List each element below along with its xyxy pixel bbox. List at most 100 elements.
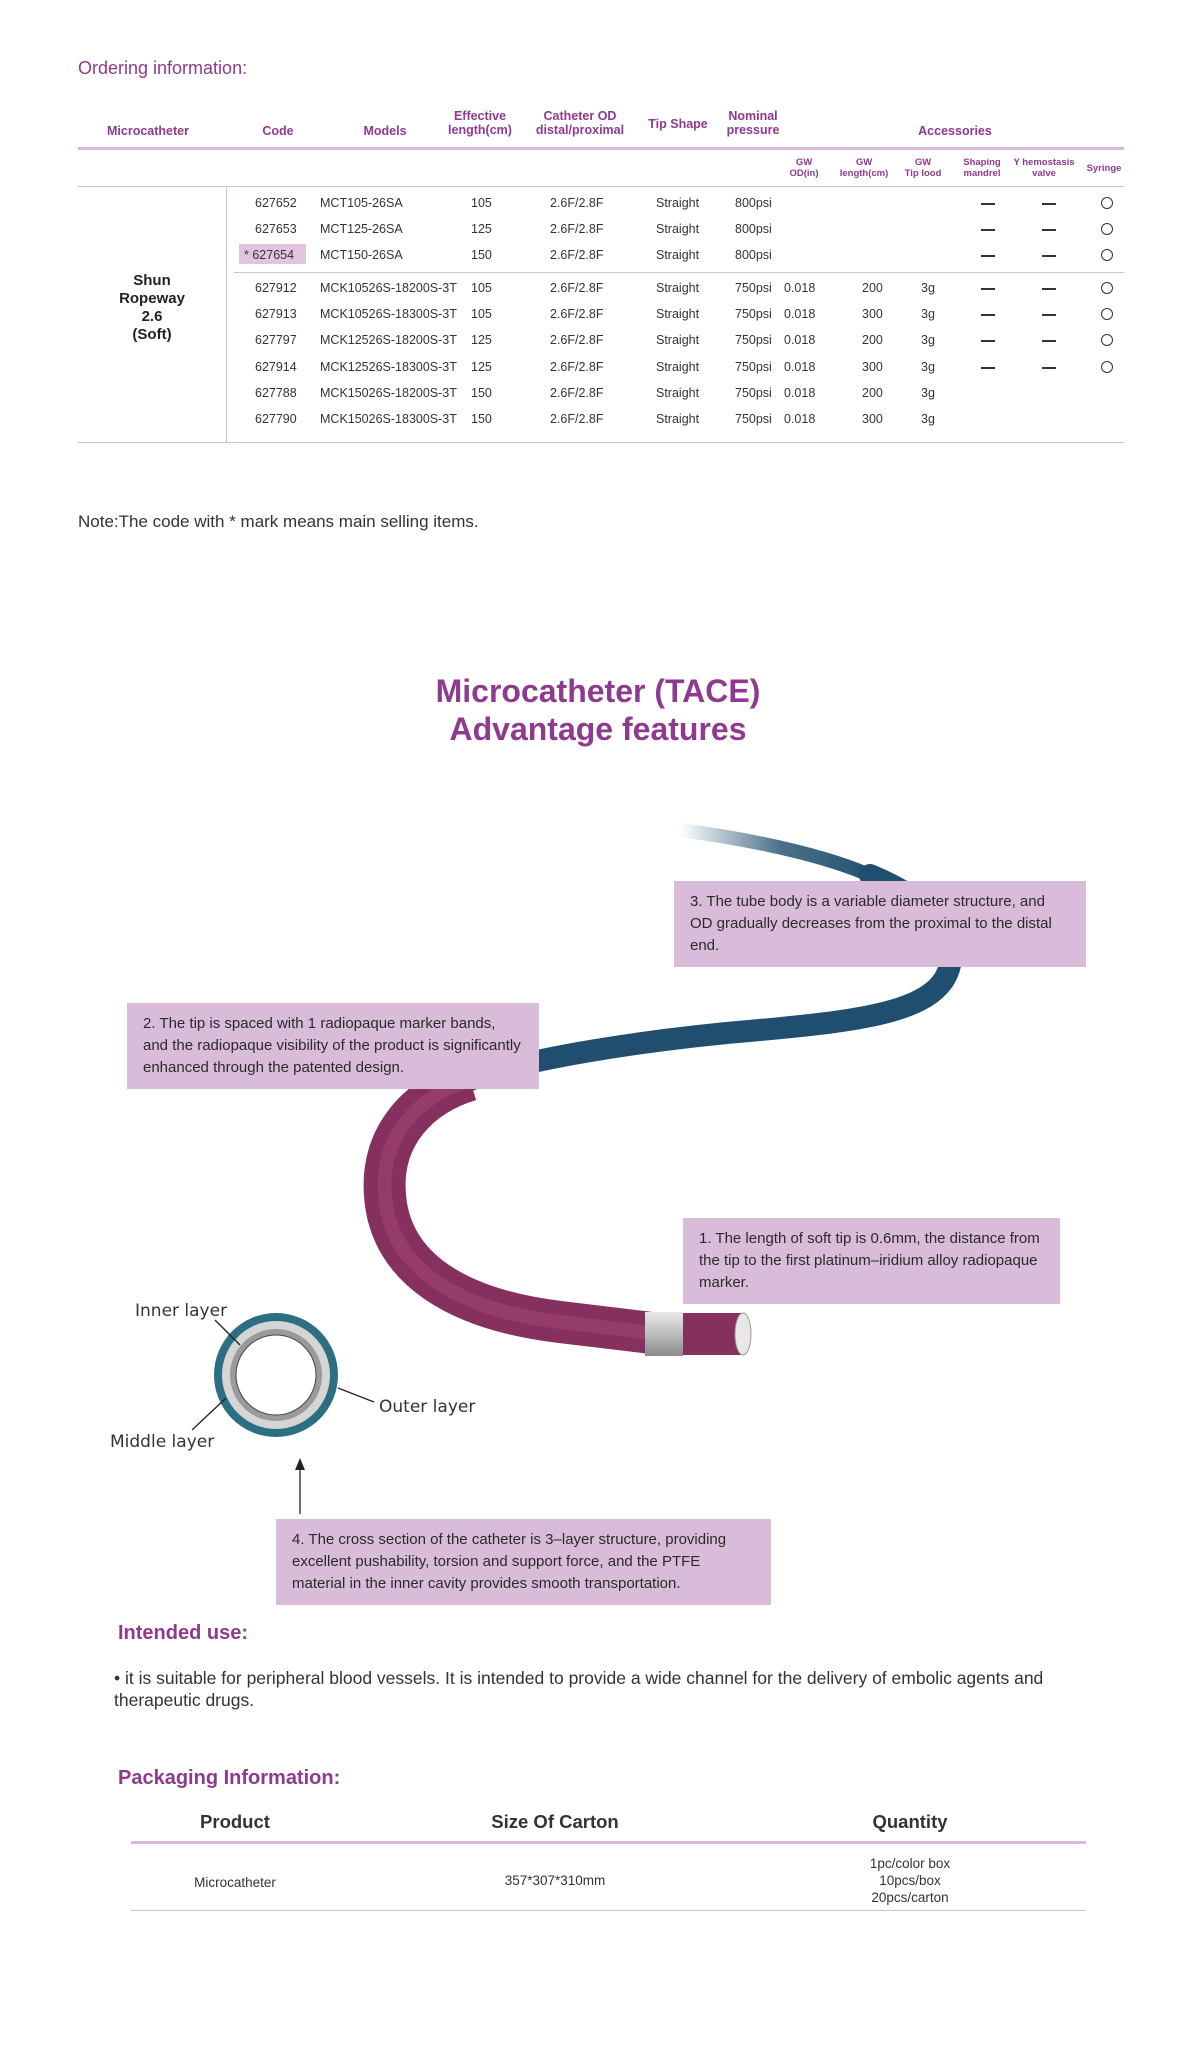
intended-use-text: • it is suitable for peripheral blood ve… <box>114 1668 1044 1710</box>
packaging-title: Packaging Information: <box>118 1767 341 1789</box>
row-gw-od: 0.018 <box>784 412 816 426</box>
catheter-illustration <box>191 823 962 1514</box>
inner-layer-arrow <box>214 1319 241 1346</box>
middle-layer-label: Middle layer <box>110 1432 215 1452</box>
row-code: 627914 <box>255 360 297 374</box>
row-pressure: 750psi <box>735 333 772 347</box>
group-divider <box>226 186 227 442</box>
header-microcatheter: Microcatheter <box>107 124 189 138</box>
row-model: MCK10526S-18300S-3T <box>320 307 457 321</box>
row-code: 627788 <box>255 386 297 400</box>
row-length: 125 <box>471 333 492 347</box>
catheter-tip-opening <box>734 1312 752 1356</box>
row-length: 105 <box>471 281 492 295</box>
main-selling-highlight <box>239 244 306 264</box>
row-gw-od: 0.018 <box>784 386 816 400</box>
shaping-mandrel-dash <box>981 229 995 231</box>
cross-section <box>214 1313 338 1437</box>
shaping-mandrel-dash <box>981 203 995 205</box>
row-tip-shape: Straight <box>656 196 700 210</box>
row-model: MCK15026S-18200S-3T <box>320 386 457 400</box>
row-gw-length: 300 <box>862 412 883 426</box>
row-gw-tip-load: 3g <box>921 386 935 400</box>
y-hemostasis-valve-dash <box>1042 229 1056 231</box>
row-length: 105 <box>471 307 492 321</box>
row-model: MCT105-26SA <box>320 196 403 210</box>
syringe-circle-icon <box>1101 197 1113 209</box>
row-catheter-od: 2.6F/2.8F <box>550 412 604 426</box>
features-title: Microcatheter (TACE) Advantage features <box>435 673 761 747</box>
row-catheter-od: 2.6F/2.8F <box>550 196 604 210</box>
row-tip-shape: Straight <box>656 412 700 426</box>
row-model: MCK12526S-18200S-3T <box>320 333 457 347</box>
header-rule <box>78 147 1124 150</box>
catheter-highlight <box>377 1073 661 1341</box>
packaging-header-rule <box>131 1841 1086 1844</box>
packaging-bottom-rule <box>131 1910 1086 1911</box>
shaping-mandrel-dash <box>981 367 995 369</box>
header-code: Code <box>262 124 294 138</box>
y-hemostasis-valve-dash <box>1042 340 1056 342</box>
packaging-header-size: Size Of Carton <box>491 1811 619 1832</box>
row-model: MCT125-26SA <box>320 222 403 236</box>
table-bottom-rule <box>78 442 1124 443</box>
row-code: 627653 <box>255 222 297 236</box>
row-length: 150 <box>471 386 492 400</box>
row-catheter-od: 2.6F/2.8F <box>550 360 604 374</box>
header-accessories: Accessories <box>918 124 992 138</box>
y-hemostasis-valve-dash <box>1042 288 1056 290</box>
row-gw-length: 300 <box>862 360 883 374</box>
syringe-circle-icon <box>1101 282 1113 294</box>
row-length: 150 <box>471 248 492 262</box>
row-gw-tip-load: 3g <box>921 307 935 321</box>
header-models: Models <box>363 124 407 138</box>
row-catheter-od: 2.6F/2.8F <box>550 333 604 347</box>
row-gw-length: 200 <box>862 386 883 400</box>
row-catheter-od: 2.6F/2.8F <box>550 386 604 400</box>
row-tip-shape: Straight <box>656 360 700 374</box>
row-length: 150 <box>471 412 492 426</box>
syringe-circle-icon <box>1101 361 1113 373</box>
shaping-mandrel-dash <box>981 255 995 257</box>
shaping-mandrel-dash <box>981 340 995 342</box>
callout4-arrowhead <box>295 1458 305 1470</box>
main-selling-note: Note:The code with * mark means main sel… <box>78 512 479 531</box>
subheader-syringe: Syringe <box>1086 163 1122 174</box>
y-hemostasis-valve-dash <box>1042 367 1056 369</box>
row-gw-od: 0.018 <box>784 307 816 321</box>
callout-three-layer: 4. The cross section of the catheter is … <box>276 1519 771 1605</box>
product-group-name: Shun Ropeway 2.6 (Soft) <box>119 272 185 343</box>
group-split-rule <box>234 272 1124 273</box>
row-pressure: 750psi <box>735 386 772 400</box>
row-tip-shape: Straight <box>656 386 700 400</box>
row-gw-od: 0.018 <box>784 360 816 374</box>
catheter-proximal-fade <box>673 823 887 887</box>
row-gw-tip-load: 3g <box>921 333 935 347</box>
row-tip-shape: Straight <box>656 307 700 321</box>
inner-layer-label: Inner layer <box>135 1301 228 1321</box>
outer-layer-label: Outer layer <box>379 1397 476 1417</box>
callout-soft-tip: 1. The length of soft tip is 0.6mm, the … <box>683 1218 1060 1304</box>
row-length: 105 <box>471 196 492 210</box>
row-model: MCT150-26SA <box>320 248 403 262</box>
y-hemostasis-valve-dash <box>1042 203 1056 205</box>
row-pressure: 800psi <box>735 222 772 236</box>
inner-layer-lumen <box>235 1334 317 1416</box>
row-tip-shape: Straight <box>656 222 700 236</box>
packaging-size: 357*307*310mm <box>504 1873 606 1888</box>
y-hemostasis-valve-dash <box>1042 314 1056 316</box>
row-length: 125 <box>471 360 492 374</box>
row-gw-tip-load: 3g <box>921 281 935 295</box>
row-code: 627652 <box>255 196 297 210</box>
syringe-circle-icon <box>1101 223 1113 235</box>
packaging-header-quantity: Quantity <box>872 1811 948 1832</box>
catheter-body-purple <box>363 1059 663 1355</box>
row-code: 627790 <box>255 412 297 426</box>
